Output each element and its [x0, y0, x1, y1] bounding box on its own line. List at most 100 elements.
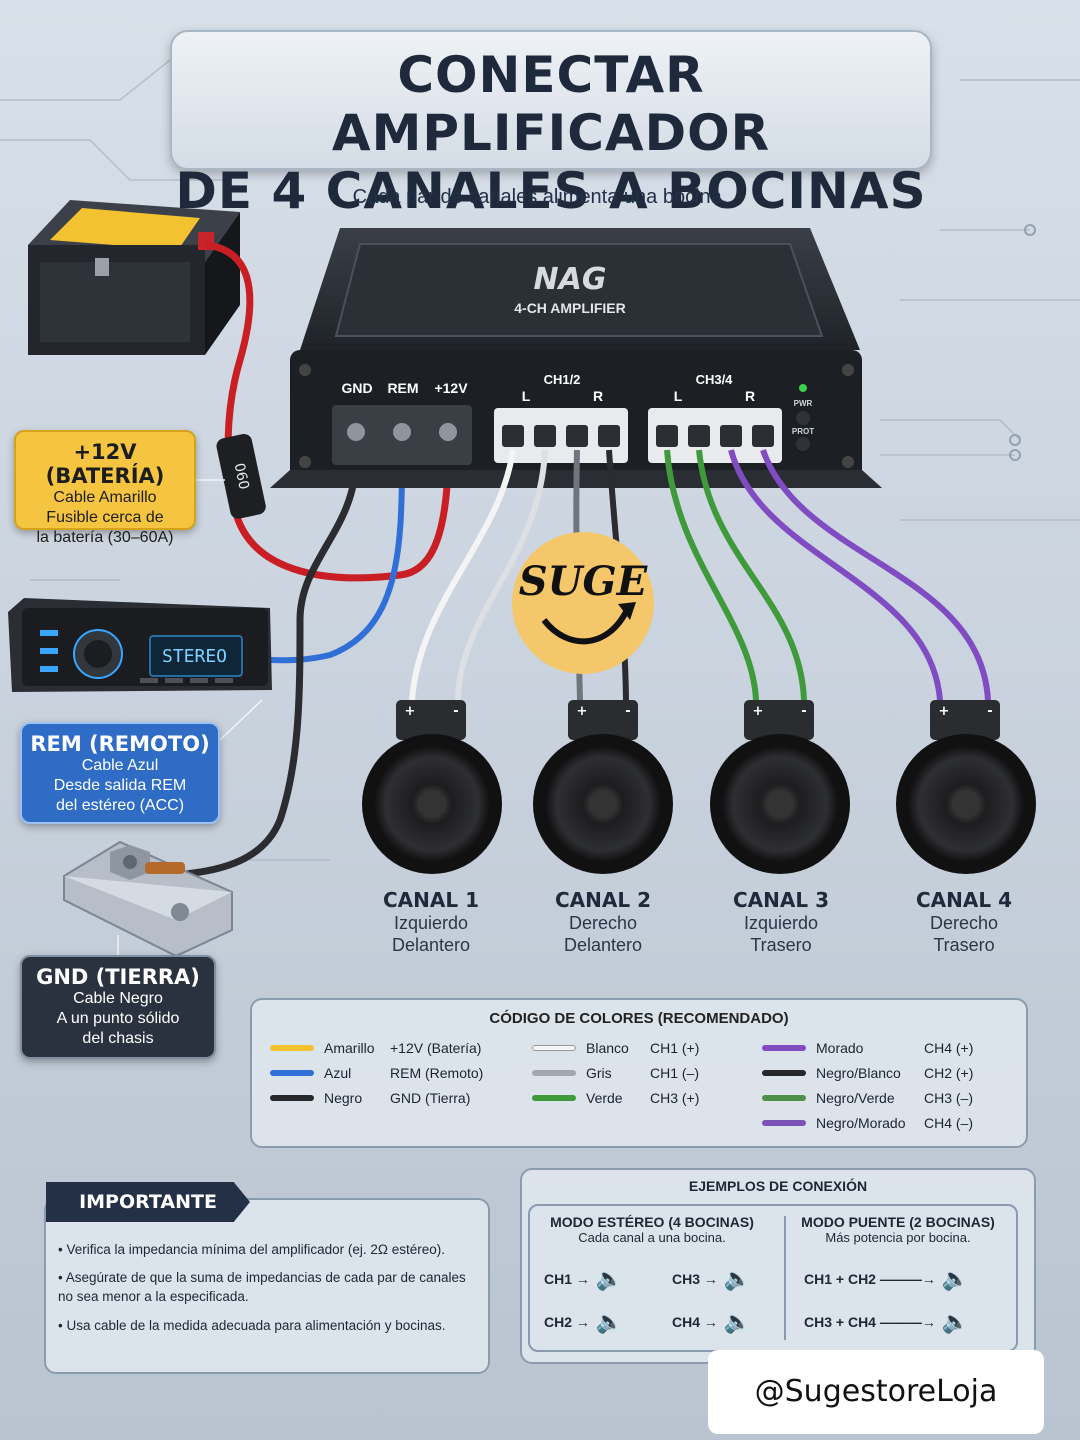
legend-color: Morado [816, 1040, 864, 1056]
battery [28, 200, 240, 355]
important-bullet: • Usa cable de la medida adecuada para a… [58, 1318, 446, 1333]
bridge-mode-title: MODO PUENTE (2 BOCINAS) [801, 1214, 995, 1230]
black-green-swatch [762, 1095, 806, 1101]
purple-swatch [762, 1045, 806, 1051]
speaker-4 [896, 700, 1036, 874]
speaker-3 [710, 700, 850, 874]
ground-label-line: A un punto sólido [56, 1010, 180, 1027]
battery-label-line: la batería (30–60A) [36, 529, 174, 546]
svg-text:+: + [577, 704, 588, 719]
svg-text:+: + [405, 704, 416, 719]
title-line-1: CONECTAR AMPLIFICADOR [331, 46, 771, 162]
svg-text:-: - [801, 704, 806, 719]
legend-color: Negro [324, 1090, 363, 1106]
amplifier-body [270, 228, 882, 488]
stereo-example-row: CH3 →🔈 [672, 1266, 752, 1291]
battery-label-line: Fusible cerca de [46, 509, 164, 526]
amp-prot-label: PROT [791, 427, 815, 436]
legend-use: CH1 (+) [650, 1040, 700, 1056]
svg-text:-: - [453, 704, 458, 719]
black-swatch [270, 1095, 314, 1101]
ground-label-line: del chasis [82, 1030, 154, 1047]
channel-label: CH3 + CH4 [804, 1314, 876, 1330]
channel-label: CH1 [544, 1271, 573, 1287]
speaker-icon: 🔈 [723, 1309, 752, 1334]
bullet-text: Asegúrate de que la suma de impedancias … [58, 1270, 466, 1304]
amp-label-12v: +12V [434, 380, 468, 396]
amp-pwr-label: PWR [793, 399, 813, 408]
battery-label-heading: +12V (BATERÍA) [45, 440, 165, 488]
chassis-ground-bracket [63, 840, 233, 958]
white-swatch [532, 1045, 576, 1051]
svg-text:-: - [987, 704, 992, 719]
channel-label: CH4 [672, 1314, 701, 1330]
legend-use: CH4 (+) [924, 1040, 974, 1056]
svg-text:+: + [753, 704, 764, 719]
stereo-example-row: CH4 →🔈 [672, 1309, 752, 1334]
amp-group-ch12: CH1/2 [543, 372, 581, 387]
channel-label: CH3 [672, 1271, 701, 1287]
legend-color: Blanco [586, 1040, 629, 1056]
amp-ch12-l: L [521, 388, 531, 404]
ground-label-line: Cable Negro [73, 990, 163, 1007]
bullet-text: Verifica la impedancia mínima del amplif… [66, 1242, 445, 1257]
speaker-name: CANAL 3 [733, 888, 829, 912]
speaker-position: Delantero [391, 935, 471, 955]
fuse-holder: 060 [216, 434, 266, 519]
amp-group-ch34: CH3/4 [695, 372, 733, 387]
important-bullet: • Asegúrate de que la suma de impedancia… [58, 1270, 466, 1304]
legend-color: Negro/Verde [816, 1090, 895, 1106]
social-handle: @SugestoreLoja [708, 1350, 1044, 1434]
remote-label-line: Desde salida REM [53, 777, 187, 794]
amp-ch34-l: L [673, 388, 683, 404]
ground-label-heading: GND (TIERRA) [36, 965, 200, 989]
speaker-1 [362, 700, 502, 874]
speaker-position: Trasero [933, 935, 995, 955]
remote-label-line: Cable Azul [81, 757, 159, 774]
suge-logo: SUGE [512, 532, 654, 674]
stereo-display: STEREO [162, 646, 228, 667]
subtitle: Cada par de canales alimenta una bocina. [352, 186, 728, 208]
speaker-icon: 🔈 [595, 1309, 624, 1334]
examples-divider [784, 1216, 786, 1340]
legend-use: REM (Remoto) [390, 1065, 484, 1081]
black-white-swatch [762, 1070, 806, 1076]
remote-label-heading: REM (REMOTO) [30, 732, 210, 756]
speaker-caption-1: CANAL 1 Izquierdo Delantero [351, 888, 511, 956]
speaker-position: Derecho [568, 913, 638, 933]
legend-title: CÓDIGO DE COLORES (RECOMENDADO) [489, 1010, 789, 1027]
legend-use: CH3 (–) [924, 1090, 974, 1106]
speaker-icon: 🔈 [941, 1266, 970, 1291]
battery-label: +12V (BATERÍA) Cable Amarillo Fusible ce… [14, 430, 196, 546]
speaker-name: CANAL 2 [555, 888, 651, 912]
legend-row: Amarillo+12V (Batería) [270, 1038, 481, 1058]
amp-ch34-r: R [744, 388, 756, 404]
smile-arrow-icon [541, 602, 636, 645]
yellow-swatch [270, 1045, 314, 1051]
svg-text:-: - [625, 704, 630, 719]
speaker-position: Delantero [563, 935, 643, 955]
stereo-mode: MODO ESTÉREO (4 BOCINAS) Cada canal a un… [532, 1214, 772, 1245]
speaker-position: Derecho [929, 913, 999, 933]
legend-row: Blanco CH1 (+) [532, 1038, 699, 1058]
speaker-position: Izquierdo [743, 913, 819, 933]
bridge-mode: MODO PUENTE (2 BOCINAS) Más potencia por… [788, 1214, 1008, 1245]
speaker-icon: 🔈 [723, 1266, 752, 1291]
amp-model: 4-CH AMPLIFIER [514, 300, 626, 316]
speaker-name: CANAL 4 [916, 888, 1012, 912]
important-panel [44, 1198, 490, 1374]
legend-use: CH3 (+) [650, 1090, 700, 1106]
bridge-example-row: CH1 + CH2 ———→🔈 [804, 1266, 970, 1291]
legend-color: Gris [586, 1065, 612, 1081]
speaker-caption-3: CANAL 3 Izquierdo Trasero [701, 888, 861, 956]
stereo-example-row: CH2 →🔈 [544, 1309, 624, 1334]
blue-swatch [270, 1070, 314, 1076]
important-bullet: • Verifica la impedancia mínima del ampl… [58, 1242, 445, 1257]
speaker-caption-4: CANAL 4 Derecho Trasero [884, 888, 1044, 956]
